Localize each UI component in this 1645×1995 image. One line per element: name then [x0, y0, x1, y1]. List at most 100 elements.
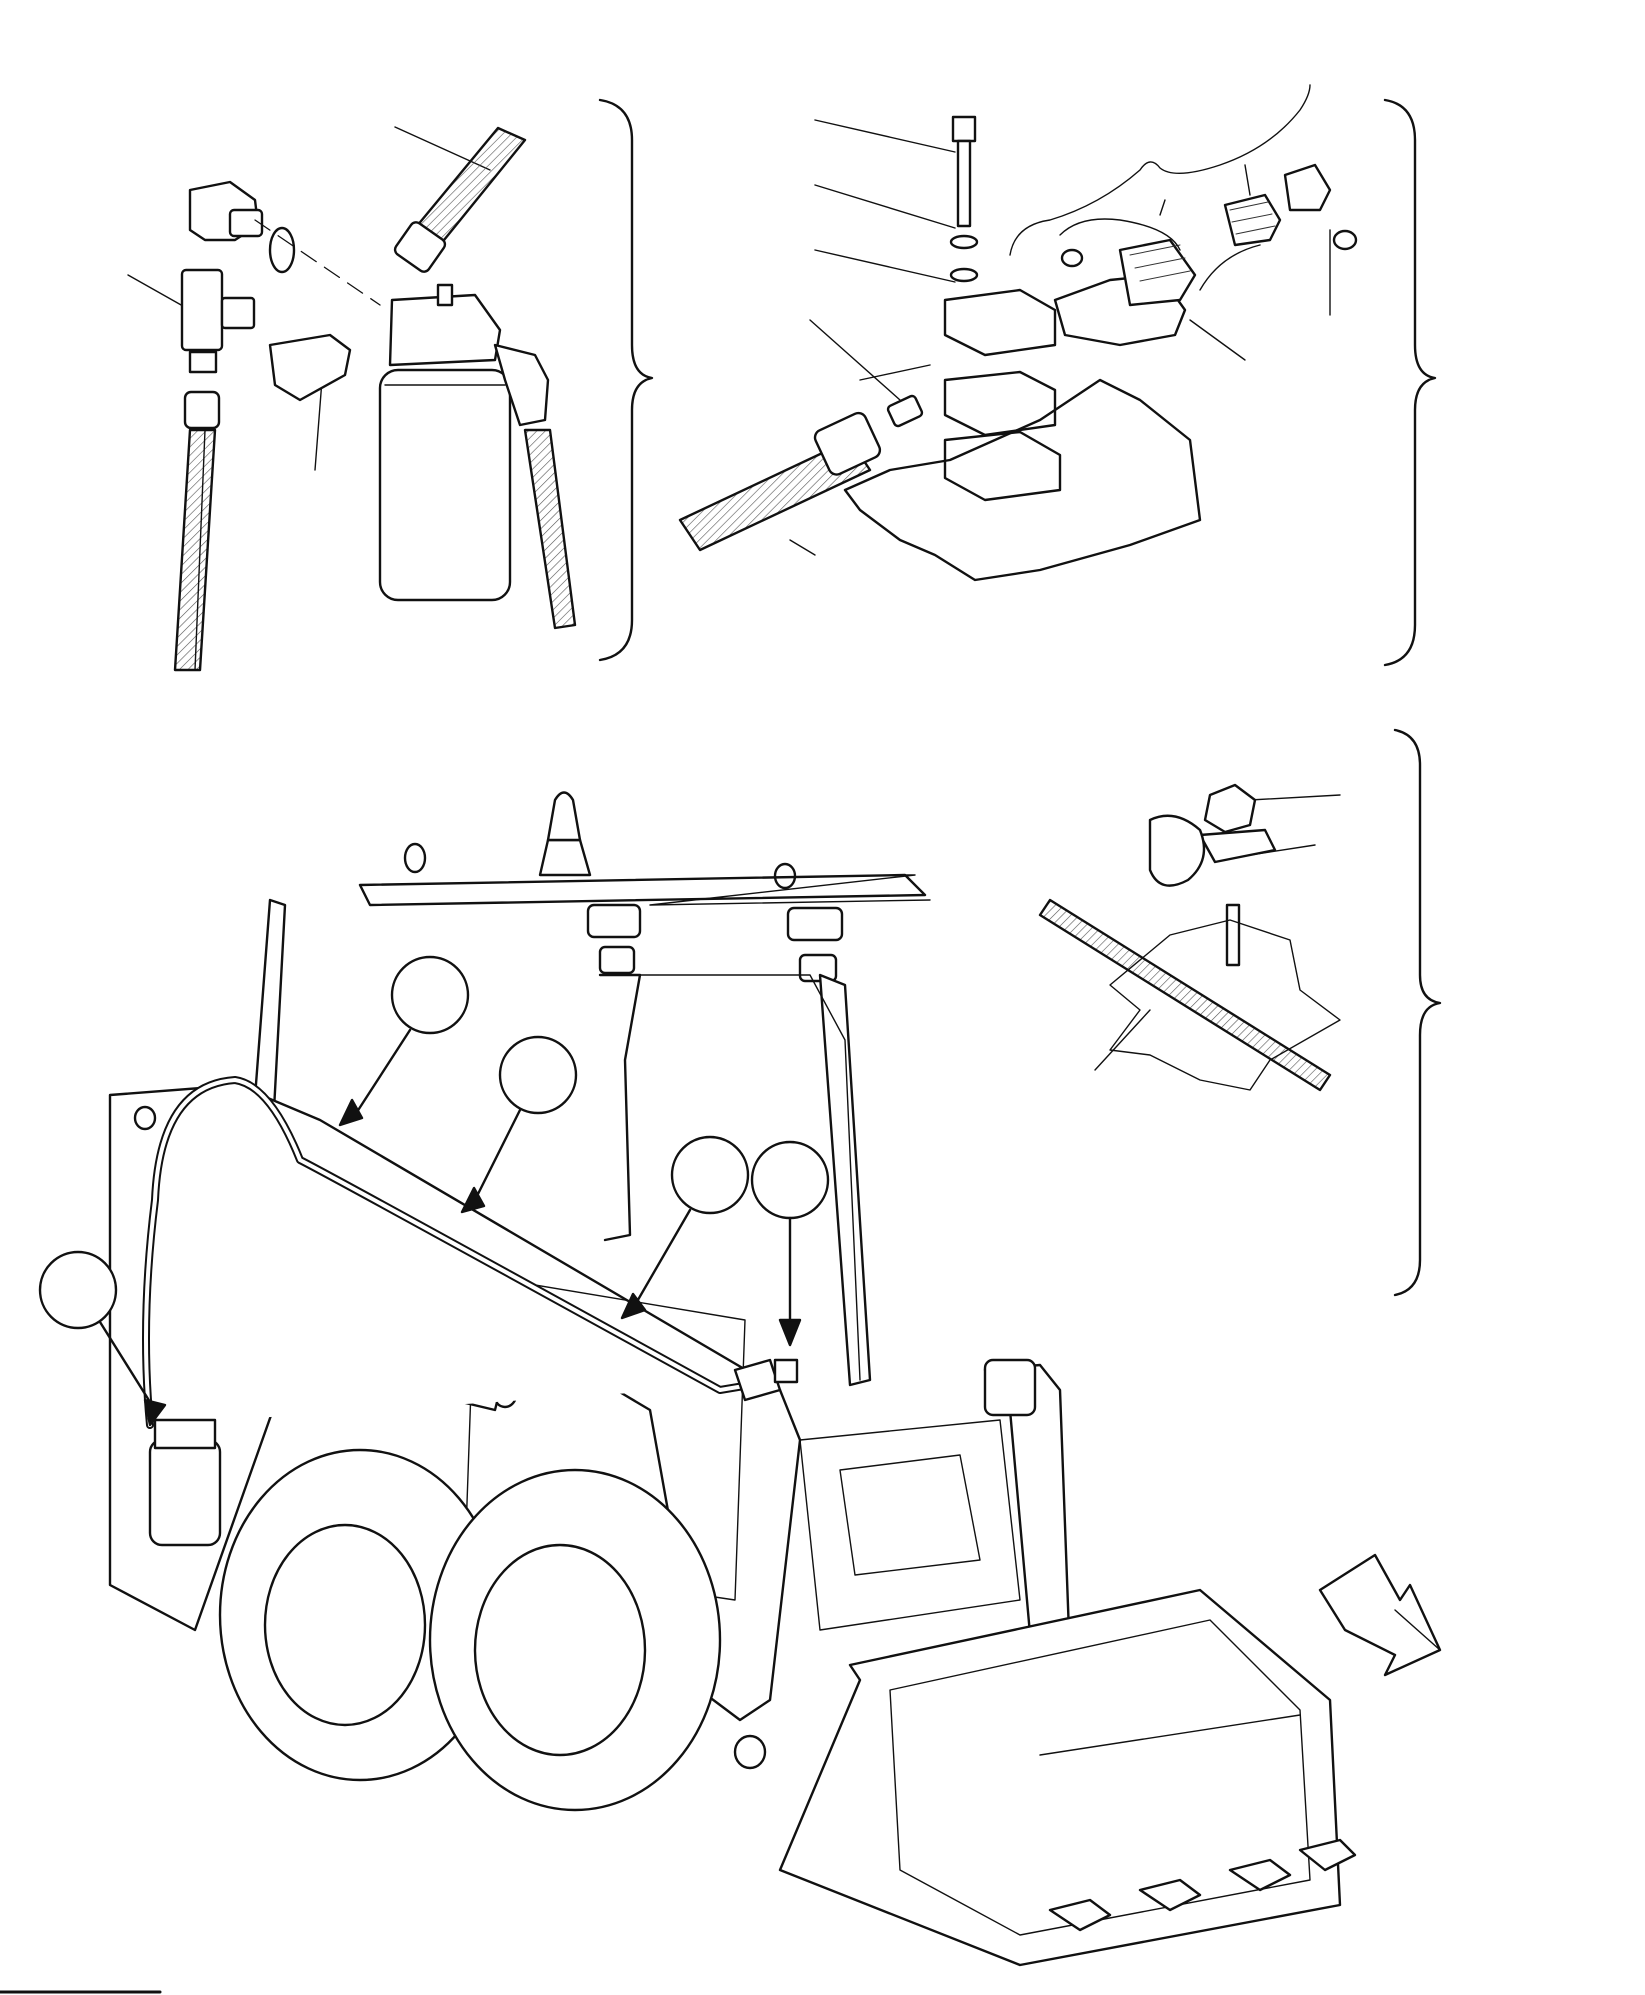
bucket-tooth — [1228, 1858, 1292, 1892]
hose-upper — [410, 126, 527, 247]
leader-line — [127, 274, 191, 311]
callout-balloon — [620, 1135, 750, 1320]
arm-pivot — [983, 1358, 1037, 1417]
hose-nut-lower — [183, 390, 221, 430]
flat-washer — [949, 267, 979, 283]
mounting-plate — [843, 378, 1202, 582]
mounted-filter — [148, 1438, 222, 1547]
tee-nipple — [188, 350, 218, 374]
leader-line — [789, 539, 816, 556]
hydraulic-hose-core — [144, 1078, 752, 1427]
bucket-tooth — [1138, 1878, 1202, 1912]
leader-line — [859, 364, 931, 381]
leader-line — [1159, 199, 1166, 216]
work-light — [786, 906, 844, 942]
lift-eye — [773, 862, 797, 890]
bolt-head — [951, 115, 977, 143]
cap-chain-2 — [1199, 244, 1261, 291]
filter-canister — [378, 368, 512, 602]
mounted-filter-head — [153, 1418, 217, 1450]
tee-branch — [220, 296, 256, 330]
leader-line — [814, 184, 956, 229]
hose-end-coupler — [733, 1358, 782, 1402]
coupler-dust-cap — [1118, 238, 1197, 307]
callout-balloon — [338, 955, 470, 1127]
hose-clip — [1148, 814, 1206, 887]
leader-line — [1094, 1009, 1151, 1071]
assembly-line — [254, 219, 381, 306]
leader-line — [814, 249, 956, 283]
cab-window — [639, 974, 861, 1381]
balloon-callouts — [38, 955, 830, 1427]
clip-tab — [1198, 828, 1277, 864]
lift-eye — [403, 842, 427, 874]
hose-ferrule — [813, 411, 882, 476]
front-wheel-rim — [473, 1543, 647, 1757]
chain-ring-2 — [1332, 229, 1358, 251]
cap-ribs-2 — [1229, 201, 1276, 235]
lock-washer — [949, 234, 979, 250]
hydraulic-hose — [142, 1076, 754, 1429]
clamp-base — [943, 430, 1062, 502]
hose-clip-detail — [1038, 783, 1341, 1092]
clamp-upper — [943, 288, 1057, 357]
hose-lower — [173, 428, 217, 672]
arm-panel — [464, 1274, 746, 1601]
skid-steer-loader — [108, 791, 1357, 1967]
coupler-nipple — [1283, 163, 1332, 212]
work-light — [598, 945, 636, 975]
elbow-fitting-2 — [268, 333, 352, 402]
callout-balloon — [460, 1035, 578, 1214]
quick-coupler-detail — [678, 84, 1358, 582]
seat-area — [839, 1454, 981, 1576]
filter-port — [436, 283, 454, 307]
clip-screw — [1225, 903, 1241, 967]
bracket-brace — [598, 98, 654, 662]
hose-nut — [393, 221, 447, 273]
leader-line — [809, 319, 901, 401]
outlet-elbow — [493, 343, 550, 427]
pivot-pin — [133, 1105, 157, 1131]
mount-surface — [1109, 919, 1341, 1091]
work-light — [798, 953, 838, 983]
outlet-hose — [523, 428, 577, 630]
bucket-tooth — [1298, 1838, 1357, 1872]
o-ring — [268, 226, 296, 274]
rear-wheel-rim — [263, 1523, 427, 1727]
leader-line — [814, 119, 956, 153]
hose-edge — [194, 429, 206, 671]
cap-chain — [1059, 218, 1181, 251]
bucket-tooth — [1048, 1898, 1112, 1932]
bucket-inner — [889, 1619, 1311, 1936]
bracket-brace — [1393, 728, 1442, 1297]
clamp-lower — [943, 370, 1057, 437]
coupler-tip-cap — [1223, 193, 1282, 247]
callout-balloon — [750, 1140, 830, 1347]
adapter-fitting — [886, 394, 924, 428]
clip-nut — [1203, 783, 1257, 834]
chain-ring — [1060, 248, 1084, 268]
roof-edge — [649, 874, 931, 906]
group-brace — [1009, 84, 1311, 256]
tee-fitting — [180, 268, 224, 352]
body-frame — [799, 1419, 1021, 1631]
quick-coupler — [773, 1358, 799, 1384]
cab-post-center — [598, 973, 642, 1242]
bolt-shank — [956, 139, 972, 228]
beacon-dome — [546, 791, 582, 842]
leader-line — [1249, 794, 1341, 801]
bucket-edge — [1039, 1714, 1301, 1756]
beacon-light — [538, 838, 592, 877]
bracket-brace — [1383, 98, 1437, 667]
front-wheel — [428, 1468, 722, 1812]
leader-line — [314, 379, 323, 471]
cab-post-right — [818, 973, 872, 1387]
elbow-nipple — [228, 208, 264, 238]
hose-section — [1038, 898, 1332, 1092]
direction-arrow — [1318, 1553, 1442, 1677]
cab-roof — [358, 873, 927, 907]
callout-balloon — [38, 1250, 167, 1427]
work-light — [586, 903, 642, 939]
bucket-pivot — [733, 1734, 767, 1770]
